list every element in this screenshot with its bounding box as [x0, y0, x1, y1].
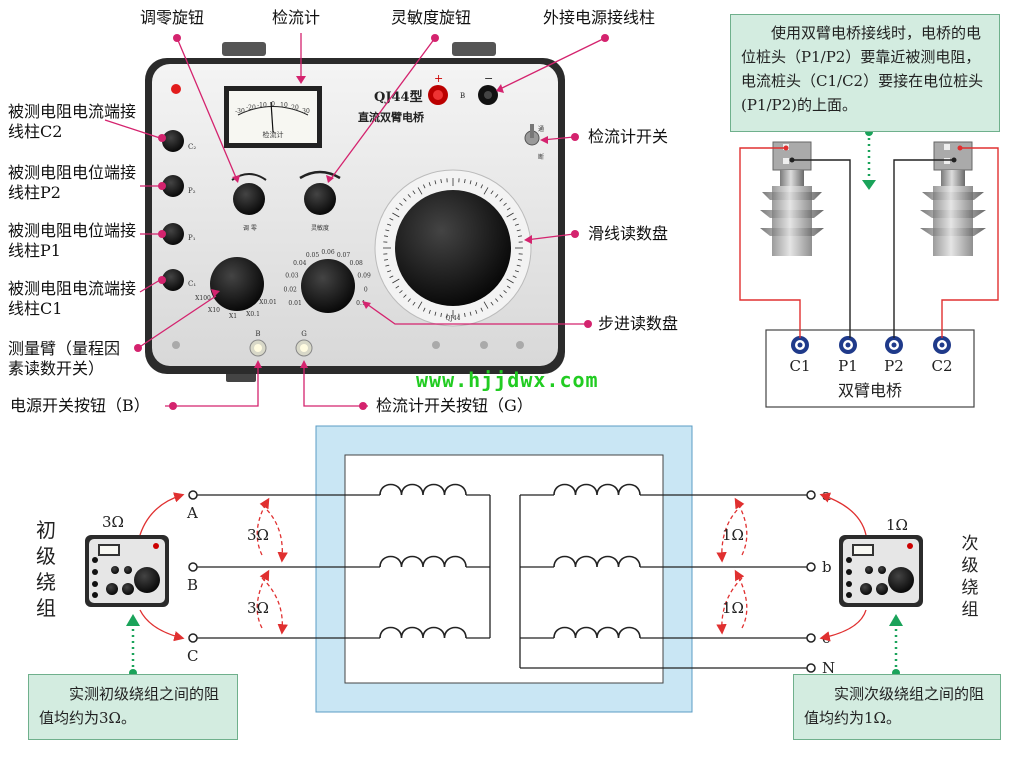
svg-text:1Ω: 1Ω — [722, 599, 744, 617]
label-zero-knob: 调零旋钮 — [140, 8, 204, 28]
watermark: www.hjjdwx.com — [416, 368, 599, 392]
svg-text:QJ44: QJ44 — [446, 315, 461, 322]
svg-text:P₁: P₁ — [188, 234, 196, 242]
svg-text:B: B — [255, 330, 260, 338]
svg-text:1Ω: 1Ω — [886, 516, 908, 534]
label-sensitivity-knob: 灵敏度旋钮 — [391, 8, 471, 28]
svg-text:C₁: C₁ — [188, 280, 196, 288]
svg-text:3Ω: 3Ω — [102, 513, 124, 531]
meter-scale-label: -10 — [257, 102, 267, 109]
label-p1: 被测电阻电位端接线柱P1 — [8, 221, 136, 261]
step-dial-label: 0.05 — [306, 252, 320, 259]
label-step-dial: 步进读数盘 — [598, 314, 678, 334]
terminal-b-secondary — [807, 563, 815, 571]
terminal-n-secondary — [807, 664, 815, 672]
svg-text:通: 通 — [538, 125, 544, 133]
terminal-b-primary — [189, 563, 197, 571]
bridge-terminal-label: C1 — [789, 357, 810, 375]
meter-scale-label: 20 — [291, 105, 299, 112]
meter-scale-label: 10 — [280, 102, 288, 109]
step-dial-label: 0 — [364, 287, 368, 294]
svg-text:G: G — [301, 330, 307, 338]
meter-label: 检流计 — [263, 130, 284, 139]
sensitivity-knob — [304, 183, 336, 215]
svg-text:b: b — [822, 558, 832, 576]
label-galv-switch: 检流计开关 — [588, 127, 668, 147]
bridge-wiring-diagram: 双臂电桥 C1 P1 P2 C2 — [740, 128, 998, 407]
svg-text:3Ω: 3Ω — [247, 599, 269, 617]
terminal-a-primary — [189, 491, 197, 499]
label-galvanometer: 检流计 — [272, 8, 320, 28]
svg-text:C₂: C₂ — [188, 143, 196, 151]
terminal-c-primary — [189, 634, 197, 642]
terminal-c-secondary — [807, 634, 815, 642]
step-dial-label: 0.04 — [293, 260, 307, 267]
slide-dial-knob — [395, 190, 511, 306]
label-slide-dial: 滑线读数盘 — [588, 224, 668, 244]
bridge-terminal-label: P1 — [838, 357, 858, 375]
zero-adjust-knob — [233, 183, 265, 215]
step-dial-knob — [301, 259, 355, 313]
step-dial-label: 0.06 — [321, 249, 335, 256]
step-dial-label: 0.03 — [285, 273, 299, 280]
meter-scale-label: 30 — [302, 108, 310, 115]
svg-text:B: B — [187, 576, 198, 594]
label-secondary-winding: 次级绕组 — [958, 533, 982, 621]
bridge-terminal-label: C2 — [931, 357, 952, 375]
note-bridge-wiring: 使用双臂电桥接线时，电桥的电位桩头（P1/P2）要靠近被测电阻，电流桩头（C1/… — [730, 14, 1000, 132]
bridge-title: 双臂电桥 — [838, 381, 902, 400]
svg-text:P₂: P₂ — [188, 187, 196, 195]
label-c1: 被测电阻电流端接线柱C1 — [8, 279, 136, 319]
core-window — [345, 455, 663, 683]
meter-scale-label: -30 — [235, 108, 245, 115]
svg-text:3Ω: 3Ω — [247, 526, 269, 544]
step-dial-label: 0.02 — [284, 287, 298, 294]
label-galv-button: 检流计开关按钮（G） — [376, 396, 533, 416]
svg-text:+: + — [434, 72, 443, 85]
svg-text:−: − — [484, 72, 493, 85]
svg-text:调 零: 调 零 — [243, 224, 257, 232]
instrument-name: 直流双臂电桥 — [358, 110, 425, 124]
svg-text:C: C — [187, 647, 198, 665]
note-primary-resistance: 实测初级绕组之间的阻值均约为3Ω。 — [28, 674, 238, 740]
terminal-a-secondary — [807, 491, 815, 499]
label-ext-power: 外接电源接线柱 — [543, 8, 655, 28]
handle-left — [222, 42, 266, 56]
label-measuring-arm: 测量臂（量程因素读数开关） — [8, 339, 132, 379]
arm-multiplier-label: X10 — [208, 307, 220, 314]
meter-scale-label: 0 — [271, 101, 275, 108]
svg-text:断: 断 — [538, 153, 544, 161]
instrument-model: QJ44型 — [374, 89, 423, 105]
svg-text:A: A — [186, 504, 198, 522]
arm-multiplier-label: X1 — [229, 313, 237, 320]
step-dial-label: 0.07 — [337, 252, 351, 259]
svg-text:B: B — [460, 92, 465, 100]
step-dial-label: 0.01 — [288, 300, 301, 307]
svg-text:灵敏度: 灵敏度 — [311, 224, 329, 232]
terminal-c2 — [162, 130, 184, 152]
arm-multiplier-label: X0.01 — [259, 299, 277, 306]
label-power-button: 电源开关按钮（B） — [10, 396, 150, 416]
mini-bridge-left — [85, 535, 169, 607]
label-p2: 被测电阻电位端接线柱P2 — [8, 163, 136, 203]
step-dial-label: 0.09 — [357, 273, 371, 280]
label-c2: 被测电阻电流端接线柱C2 — [8, 102, 136, 142]
step-dial-label: 0.08 — [350, 260, 364, 267]
meter-scale-label: -20 — [246, 105, 256, 112]
note-secondary-resistance: 实测次级绕组之间的阻值均约为1Ω。 — [793, 674, 1001, 740]
svg-text:1Ω: 1Ω — [722, 526, 744, 544]
mini-bridge-right — [839, 535, 923, 607]
handle-right — [452, 42, 496, 56]
measuring-arm-knob — [210, 257, 264, 311]
transformer-diagram: A B C a b c N — [85, 426, 923, 712]
label-primary-winding: 初级绕组 — [34, 517, 58, 621]
indicator-lamp — [171, 84, 181, 94]
bridge-terminal-label: P2 — [884, 357, 904, 375]
arm-multiplier-label: X0.1 — [246, 311, 260, 318]
